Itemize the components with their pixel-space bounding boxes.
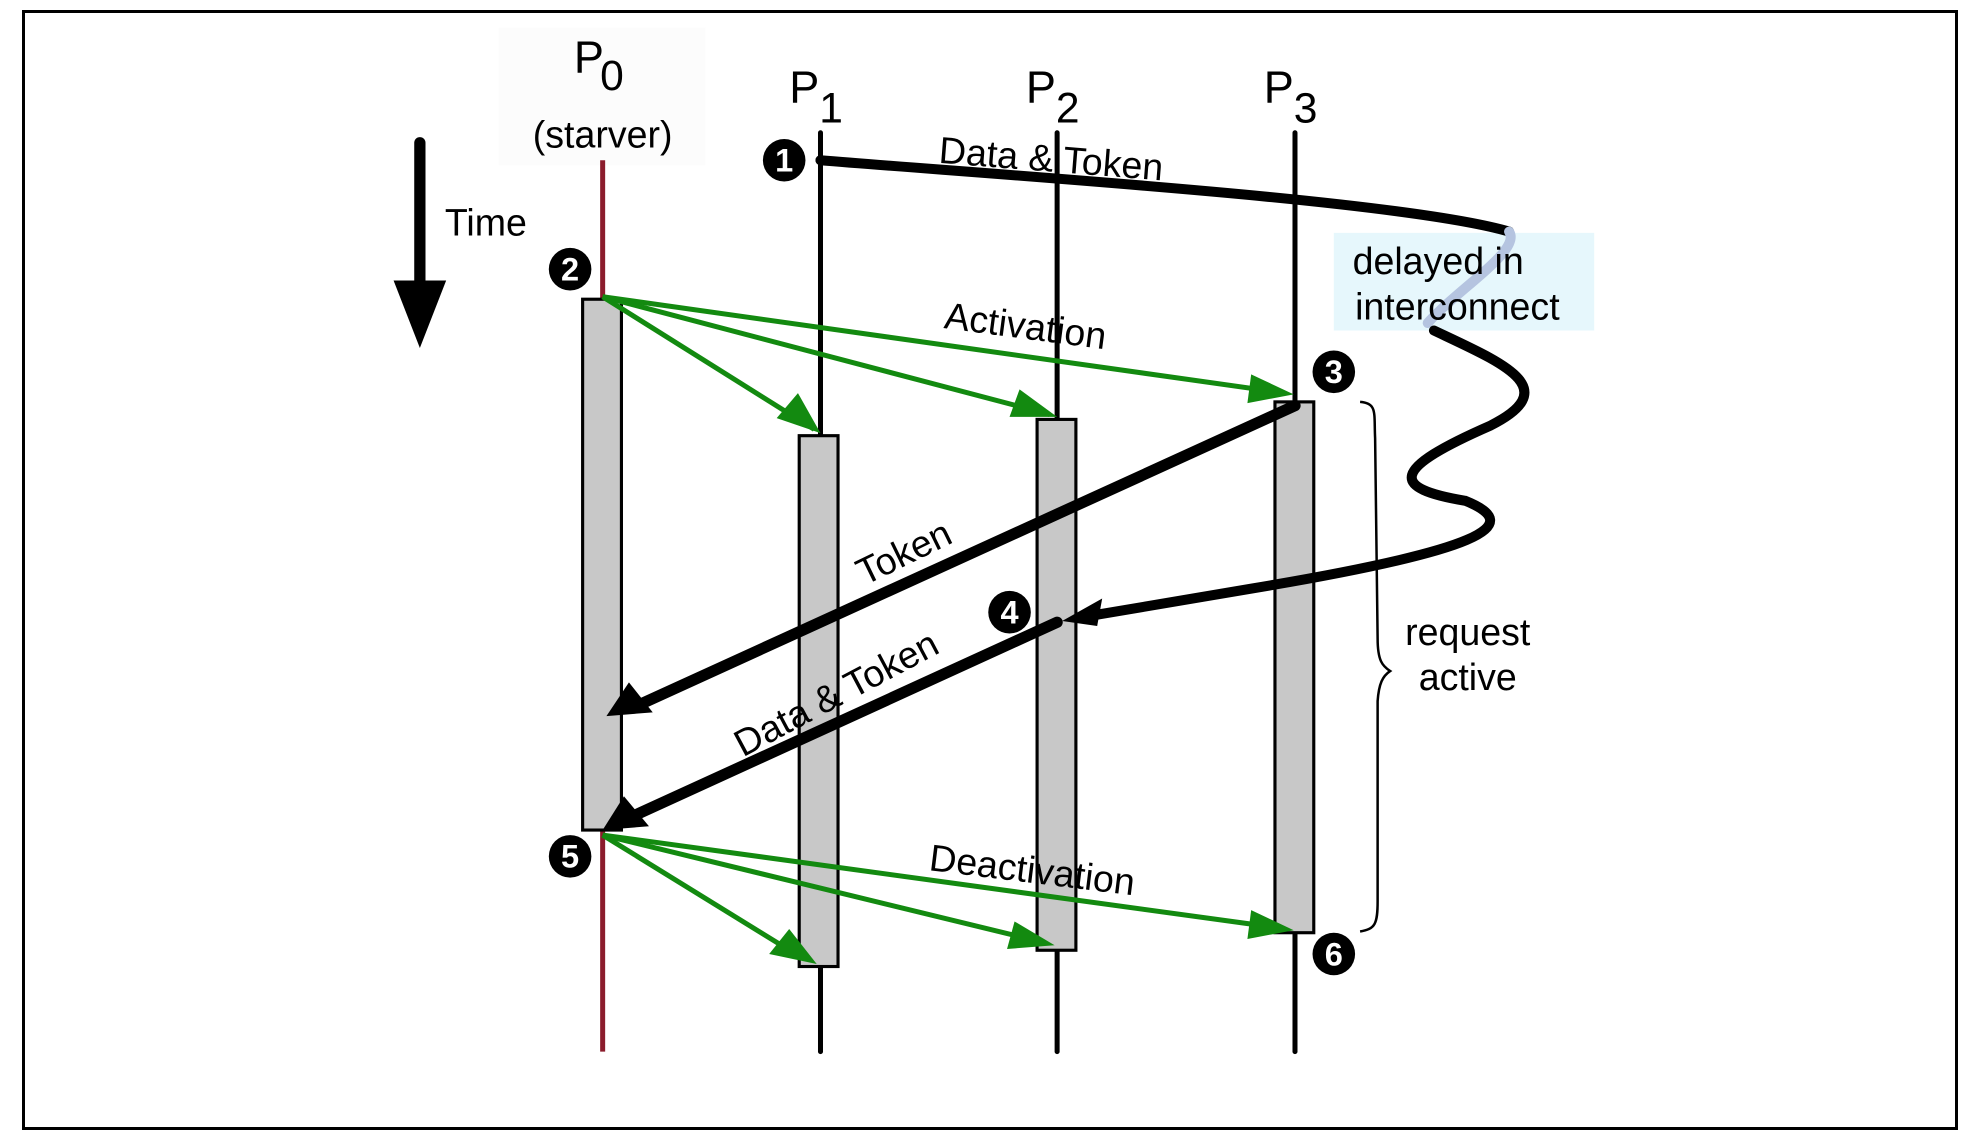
p1-name: P	[789, 62, 819, 113]
p2-name: P	[1026, 62, 1056, 113]
svg-text:4: 4	[1000, 594, 1018, 630]
svg-text:1: 1	[775, 143, 793, 179]
delayed-message-wave	[1084, 325, 1530, 621]
activation-arrow-p3	[602, 294, 1286, 396]
delayed-label-line2: interconnect	[1355, 285, 1560, 327]
activation-arrows	[601, 294, 1294, 434]
time-arrow	[393, 137, 447, 349]
step-badge-3: 3	[1312, 350, 1356, 394]
deactivation-arrow-p1	[601, 832, 804, 960]
delayed-label-line1: delayed in	[1353, 240, 1524, 282]
step-badge-1: 1	[762, 138, 806, 182]
svg-text:6: 6	[1325, 936, 1343, 972]
step-badge-4: 4	[988, 590, 1031, 634]
active-bar-p3	[1273, 400, 1316, 935]
activation-arrow-p1	[601, 294, 816, 432]
activation-arrowhead-p1	[776, 393, 821, 434]
active-bar-p1	[797, 434, 840, 969]
token-arrowhead	[606, 682, 653, 717]
step-badge-6: 6	[1312, 932, 1356, 976]
p2-subscript: 2	[1056, 85, 1080, 133]
request-label-line1: request	[1405, 611, 1531, 653]
step-badge-2: 2	[548, 247, 592, 291]
p3-subscript: 3	[1294, 85, 1318, 133]
activation-arrow-p2	[602, 294, 1051, 417]
deactivation-arrow-p3	[602, 832, 1278, 931]
label-data-token-top: Data & Token	[938, 129, 1165, 189]
step-badge-5: 5	[548, 835, 592, 878]
svg-text:3: 3	[1325, 354, 1343, 390]
active-bar-p0	[581, 297, 623, 832]
p0-label-bg	[498, 27, 706, 166]
time-label: Time	[445, 201, 527, 243]
activation-arrowhead-p2	[1009, 389, 1058, 417]
request-label-line2: active	[1419, 656, 1517, 698]
deactivation-arrow-p2	[602, 832, 1041, 944]
processor-label-p1: P 1	[789, 62, 843, 133]
processor-label-p2: P 2	[1026, 62, 1080, 133]
svg-text:2: 2	[561, 251, 579, 287]
p3-name: P	[1264, 62, 1294, 113]
deactivation-arrowhead-p3	[1247, 910, 1294, 939]
token-arrow	[633, 400, 1301, 711]
delayed-message-arrowhead	[1062, 598, 1103, 626]
request-active-brace	[1359, 400, 1393, 933]
processor-label-p3: P 3	[1264, 62, 1318, 133]
data-token-arrowhead	[602, 796, 649, 831]
p0-name: P	[574, 32, 604, 83]
deactivation-arrowhead-p1	[769, 928, 817, 965]
delayed-message-faded-segment	[1422, 226, 1516, 329]
svg-text:5: 5	[561, 839, 579, 875]
deactivation-arrowhead-p2	[1007, 921, 1055, 949]
deactivation-arrows	[601, 832, 1294, 965]
delayed-message-line	[815, 155, 1515, 237]
activation-arrowhead-p3	[1247, 374, 1294, 404]
p0-subscript: 0	[600, 52, 624, 100]
delay-highlight	[1333, 232, 1595, 331]
data-token-arrow	[627, 616, 1063, 822]
p1-subscript: 1	[819, 85, 843, 133]
p0-note: (starver)	[533, 114, 673, 156]
processor-label-p0: P 0 (starver)	[533, 32, 673, 156]
